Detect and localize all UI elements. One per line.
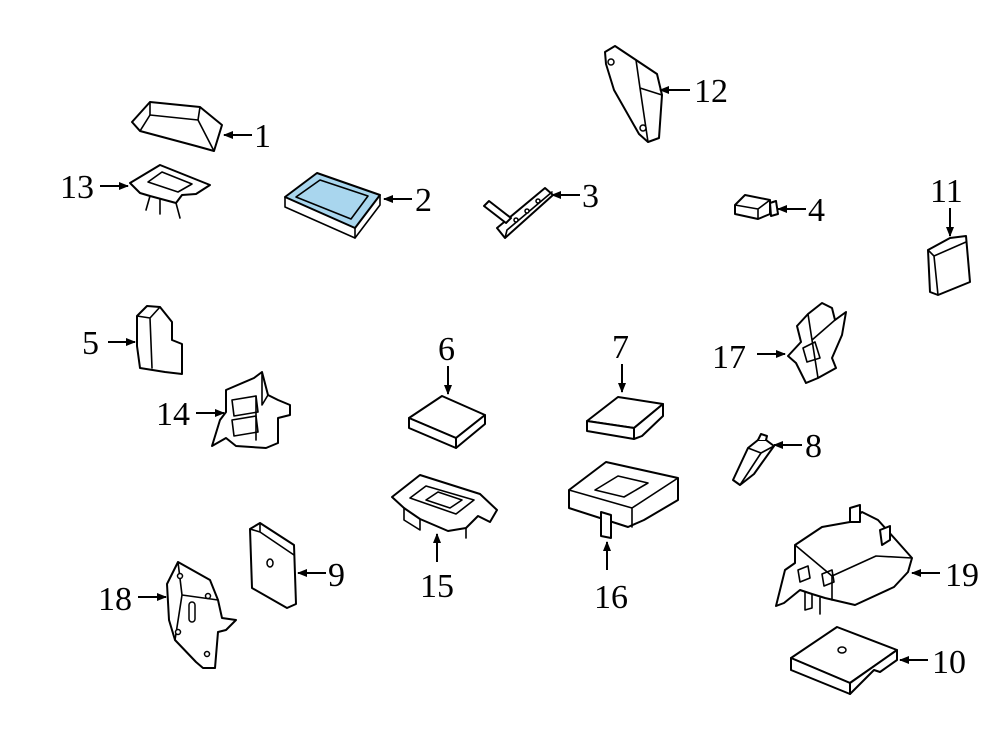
callout-7[interactable]: 7 xyxy=(612,329,629,366)
callout-2[interactable]: 2 xyxy=(415,182,432,219)
part-12[interactable] xyxy=(604,45,663,143)
callout-10[interactable]: 10 xyxy=(932,644,966,681)
part-17[interactable] xyxy=(787,302,847,384)
part-8[interactable] xyxy=(732,433,775,486)
callout-13[interactable]: 13 xyxy=(60,169,94,206)
part-3[interactable] xyxy=(483,187,554,239)
part-19[interactable] xyxy=(775,504,913,615)
callout-15[interactable]: 15 xyxy=(420,568,454,605)
part-5[interactable] xyxy=(136,305,183,375)
callout-5[interactable]: 5 xyxy=(82,325,99,362)
callout-12[interactable]: 12 xyxy=(694,73,728,110)
callout-8[interactable]: 8 xyxy=(805,428,822,465)
part-16[interactable] xyxy=(568,461,679,539)
part-13[interactable] xyxy=(129,164,211,219)
callout-16[interactable]: 16 xyxy=(594,579,628,616)
callout-1[interactable]: 1 xyxy=(254,118,271,155)
callout-11[interactable]: 11 xyxy=(930,173,963,210)
part-10[interactable] xyxy=(790,626,898,695)
part-6[interactable] xyxy=(408,395,486,449)
part-4[interactable] xyxy=(734,194,779,220)
part-1[interactable] xyxy=(131,101,223,152)
callout-17[interactable]: 17 xyxy=(712,339,746,376)
part-14[interactable] xyxy=(211,371,291,449)
part-11[interactable] xyxy=(927,235,971,296)
callout-6[interactable]: 6 xyxy=(438,331,455,368)
callout-3[interactable]: 3 xyxy=(582,178,599,215)
callout-9[interactable]: 9 xyxy=(328,557,345,594)
callout-4[interactable]: 4 xyxy=(808,192,825,229)
part-15[interactable] xyxy=(391,474,498,539)
callout-18[interactable]: 18 xyxy=(98,581,132,618)
callout-14[interactable]: 14 xyxy=(156,396,190,433)
callout-19[interactable]: 19 xyxy=(945,557,979,594)
part-7[interactable] xyxy=(586,396,664,440)
part-9[interactable] xyxy=(249,522,297,609)
part-2[interactable] xyxy=(284,172,381,239)
part-18[interactable] xyxy=(166,561,237,669)
